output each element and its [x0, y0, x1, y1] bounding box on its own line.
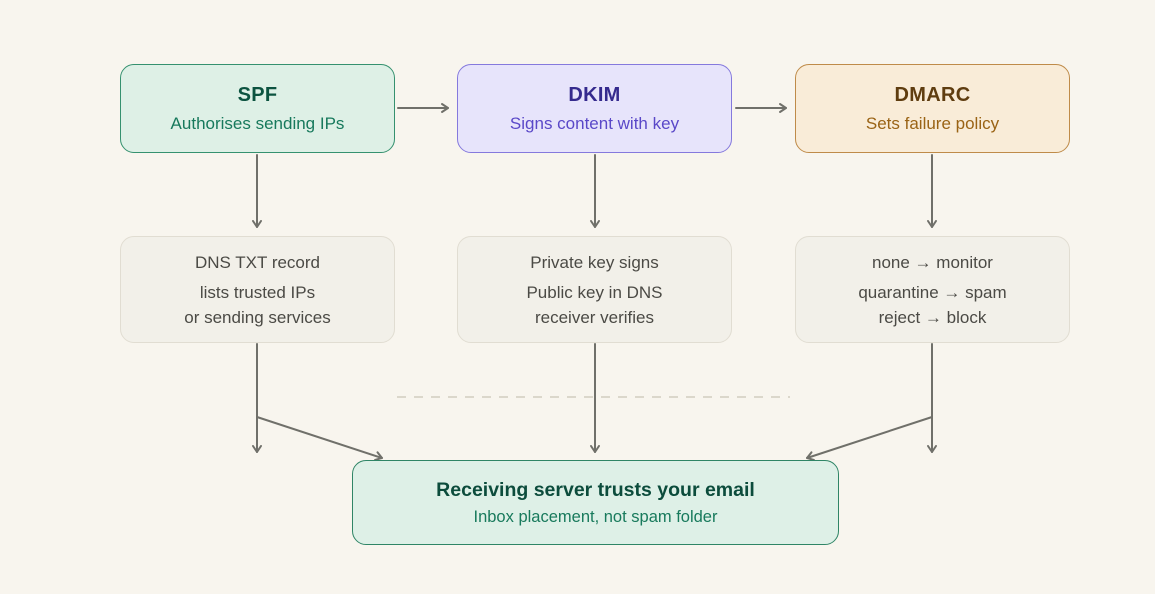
node-spf: SPF Authorises sending IPs [120, 64, 395, 153]
dmarc-detail-line-1: none → monitor [872, 252, 993, 272]
dkim-detail-line-1: Private key signs [530, 252, 659, 272]
node-dkim-detail: Private key signs Public key in DNS rece… [457, 236, 732, 343]
node-result: Receiving server trusts your email Inbox… [352, 460, 839, 545]
dkim-detail-line-2: Public key in DNS [526, 282, 663, 302]
node-dkim: DKIM Signs content with key [457, 64, 732, 153]
arrow-right-diagonal-to-result [806, 416, 933, 461]
node-spf-title: SPF [237, 83, 278, 106]
dkim-detail-line-3: receiver verifies [534, 307, 655, 327]
node-dmarc-title: DMARC [894, 83, 971, 106]
node-spf-subtitle: Authorises sending IPs [170, 113, 345, 133]
result-title: Receiving server trusts your email [436, 478, 755, 501]
dmarc-detail-line-3: reject → block [878, 307, 987, 327]
dmarc-detail-line-2: quarantine → spam [858, 282, 1007, 302]
node-dkim-title: DKIM [568, 83, 621, 106]
node-spf-detail: DNS TXT record lists trusted IPs or send… [120, 236, 395, 343]
node-dkim-subtitle: Signs content with key [509, 113, 680, 133]
arrow-left-diagonal-to-result [256, 416, 383, 461]
spf-detail-line-3: or sending services [184, 307, 331, 327]
result-subtitle: Inbox placement, not spam folder [473, 507, 718, 526]
node-dmarc: DMARC Sets failure policy [795, 64, 1070, 153]
spf-detail-line-2: lists trusted IPs [199, 282, 316, 302]
node-dmarc-subtitle: Sets failure policy [865, 113, 1000, 133]
spf-detail-line-1: DNS TXT record [194, 252, 321, 272]
node-dmarc-detail: none → monitor quarantine → spam reject … [795, 236, 1070, 343]
